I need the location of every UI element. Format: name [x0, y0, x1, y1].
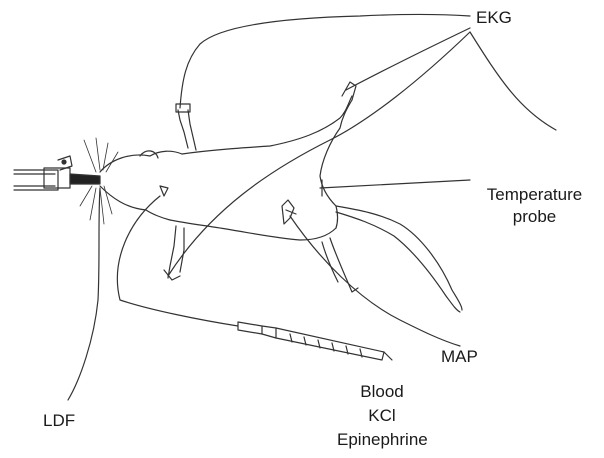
ldf-wire: [68, 188, 100, 400]
temperature-probe-label-line-2: probe: [472, 206, 597, 228]
rat-body: [100, 82, 462, 312]
infusion-label-blood: Blood: [337, 380, 427, 404]
map-label: MAP: [441, 346, 478, 368]
ekg-label: EKG: [476, 7, 512, 29]
ldf-label: LDF: [43, 410, 75, 432]
infusion-label: Blood KCl Epinephrine: [337, 380, 427, 452]
infusion-label-kcl: KCl: [337, 404, 427, 428]
temperature-probe-label-line-1: Temperature: [472, 184, 597, 206]
infusion-syringe: [117, 196, 392, 360]
infusion-label-epinephrine: Epinephrine: [337, 428, 427, 452]
ekg-leads: [168, 15, 556, 277]
temperature-probe-label: Temperature probe: [472, 184, 597, 228]
nose-holder: [14, 156, 100, 190]
temperature-probe-wire: [320, 180, 470, 196]
map-catheter: [290, 216, 460, 346]
